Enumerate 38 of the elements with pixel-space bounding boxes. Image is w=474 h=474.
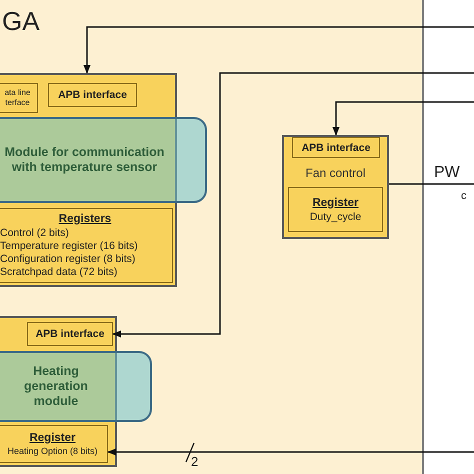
interface-box [27, 322, 113, 346]
connector-line [389, 183, 474, 185]
register-box [288, 187, 383, 232]
module-box [0, 73, 177, 287]
module-label: Heating generation module [23, 364, 89, 409]
arrow [112, 72, 474, 338]
fpga-region [0, 0, 424, 474]
register-box [0, 425, 108, 463]
interface-box [48, 83, 137, 107]
register-item: Duty_cycle [308, 210, 362, 222]
register-heading: Register [311, 196, 360, 208]
interface-label: APB interface [34, 328, 106, 340]
region-title: GA [2, 6, 41, 37]
arrow [332, 101, 474, 136]
arrow [83, 26, 474, 74]
register-heading: Register [28, 432, 77, 444]
register-item: Configuration register (8 bits) [0, 253, 136, 266]
module-label: Fan control [304, 166, 367, 180]
register-box [0, 208, 173, 283]
module-box [282, 135, 389, 239]
signal-name: c [461, 190, 466, 202]
register-heading: Registers [58, 213, 112, 225]
register-item: Scratchpad data (72 bits) [0, 266, 118, 279]
register-item: Heating Option (8 bits) [6, 446, 99, 456]
module-box [0, 117, 207, 203]
register-item: Temperature register (16 bits) [0, 240, 139, 253]
interface-box [0, 83, 38, 113]
edge-label: 2 [191, 454, 198, 469]
interface-label: APB interface [57, 89, 128, 101]
module-label: Module for communication with temperature sensor [4, 145, 166, 175]
arrow [107, 448, 474, 456]
signal-name: PW [434, 164, 460, 182]
module-box [0, 316, 117, 467]
interface-box [292, 137, 380, 158]
register-item: Control (2 bits) [0, 227, 70, 240]
module-box [0, 351, 152, 422]
interface-label: ata line terface [4, 88, 32, 108]
interface-label: APB interface [300, 142, 372, 154]
